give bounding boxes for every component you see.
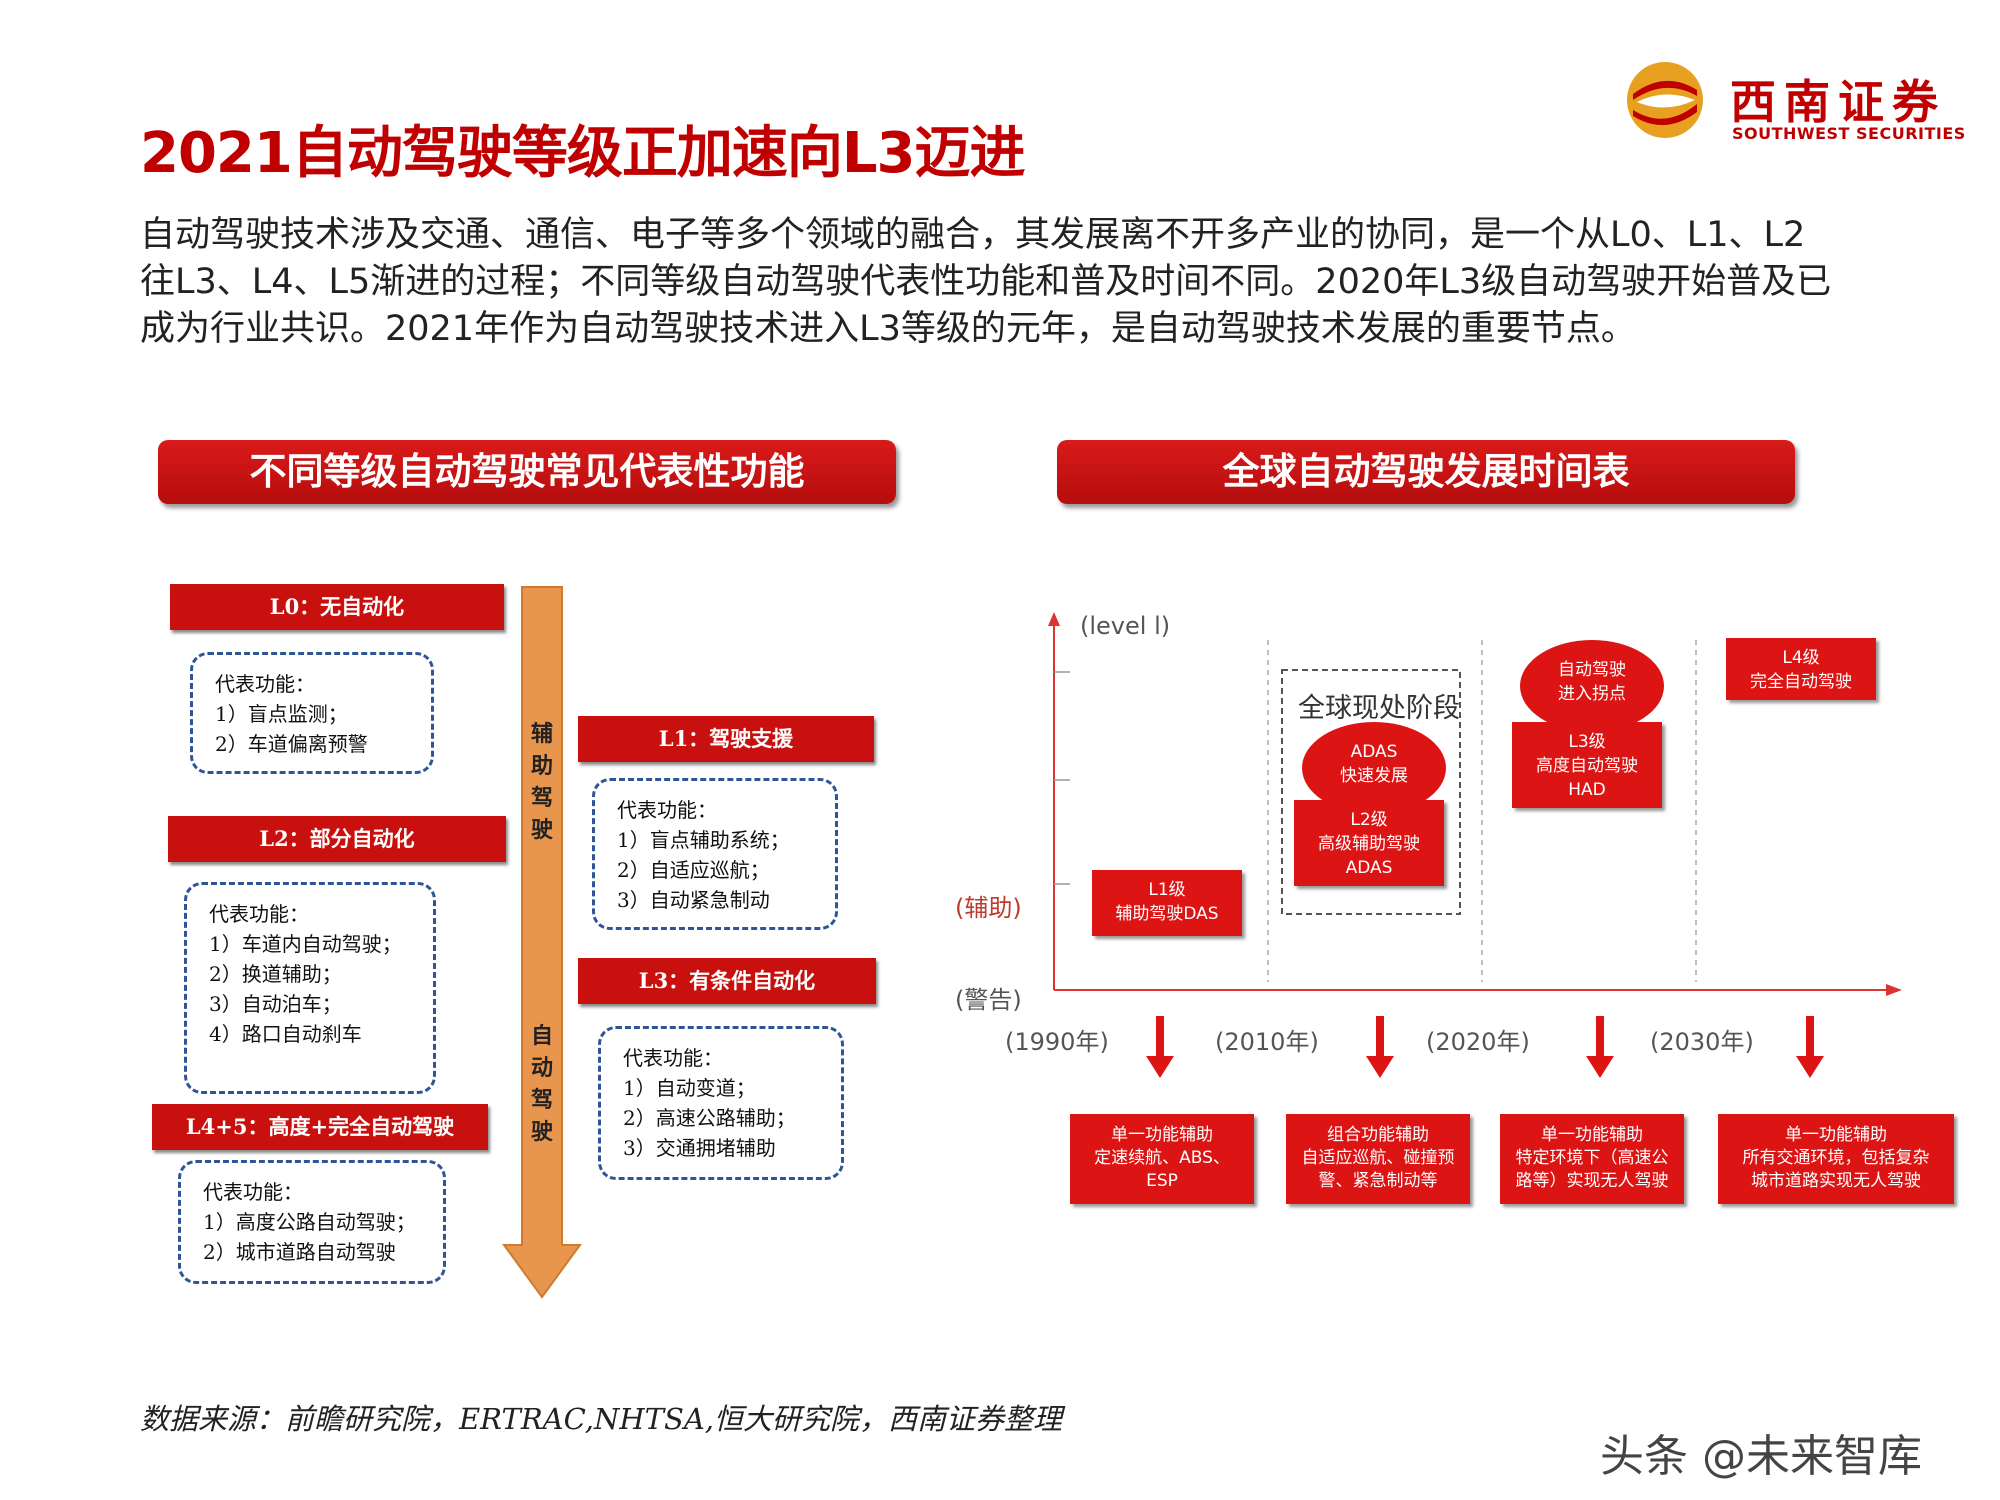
y-axis-bottom-label: (警告) [955, 986, 1022, 1014]
stage-box-1990: 单一功能辅助 定速续航、ABS、 ESP [1070, 1114, 1254, 1204]
page-title: 2021自动驾驶等级正加速向L3迈进 [140, 121, 1026, 186]
x-label-2010: (2010年) [1215, 1028, 1319, 1056]
arrow-bottom-char: 驾 [530, 1087, 553, 1113]
stage-box-line: 城市道路实现无人驾驶 [1751, 1171, 1921, 1191]
level-l1-header: L1：驾驶支援 [578, 716, 874, 762]
feature-item: 1）自动变道； [623, 1076, 756, 1100]
level-l1-features: 代表功能： 1）盲点辅助系统； 2）自适应巡航； 3）自动紧急制动 [592, 778, 838, 930]
level-box-line: 完全自动驾驶 [1750, 672, 1852, 692]
stage-box-line: 单一功能辅助 [1541, 1125, 1643, 1145]
stage-box-line: 单一功能辅助 [1785, 1125, 1887, 1145]
level-box-l4: L4级 完全自动驾驶 [1726, 638, 1876, 700]
bubble-inflection: 自动驾驶 进入拐点 [1520, 640, 1664, 732]
feature-item: 2）车道偏离预警 [215, 732, 368, 756]
watermark: 头条 @未来智库 [1600, 1431, 1922, 1482]
arrow-bottom-char: 驶 [530, 1119, 553, 1145]
stage-box-2020: 单一功能辅助 特定环境下（高速公 路等）实现无人驾驶 [1500, 1114, 1684, 1204]
x-label-2020: (2020年) [1426, 1028, 1530, 1056]
level-l45-header: L4+5：高度+完全自动驾驶 [152, 1104, 488, 1150]
data-source-note: 数据来源：前瞻研究院，ERTRAC,NHTSA,恒大研究院，西南证券整理 [140, 1402, 1063, 1436]
level-box-line: L3级 [1568, 732, 1606, 752]
level-l0-header: L0：无自动化 [170, 584, 504, 630]
level-box-l1: L1级 辅助驾驶DAS [1092, 870, 1242, 936]
arrow-top-char: 驶 [530, 817, 553, 843]
stage-box-line: ESP [1146, 1171, 1178, 1191]
level-box-line: L2级 [1350, 810, 1388, 830]
level-l0-features: 代表功能： 1）盲点监测； 2）车道偏离预警 [190, 652, 434, 774]
feature-item: 4）路口自动刹车 [209, 1022, 362, 1046]
stage-box-line: 自适应巡航、碰撞预 [1301, 1148, 1455, 1168]
level-box-line: HAD [1568, 780, 1606, 800]
stage-box-line: 所有交通环境，包括复杂 [1742, 1148, 1930, 1168]
features-title: 代表功能： [623, 1046, 723, 1070]
features-title: 代表功能： [209, 902, 309, 926]
stage-box-line: 特定环境下（高速公 [1515, 1148, 1669, 1168]
arrow-bottom-char: 动 [530, 1055, 553, 1081]
right-section-banner: 全球自动驾驶发展时间表 [1057, 440, 1795, 504]
feature-item: 2）自适应巡航； [617, 858, 770, 882]
down-arrow-icon [1146, 1016, 1174, 1078]
level-box-line: 辅助驾驶DAS [1115, 904, 1219, 924]
x-label-1990: (1990年) [1005, 1028, 1109, 1056]
feature-item: 2）高速公路辅助； [623, 1106, 796, 1130]
company-logo [1625, 60, 1705, 140]
feature-item: 2）城市道路自动驾驶 [203, 1240, 396, 1264]
logo-emblem-icon [1627, 62, 1703, 138]
y-axis-mid-label: (辅助) [955, 894, 1022, 922]
arrow-top-char: 助 [530, 753, 553, 779]
intro-paragraph: 自动驾驶技术涉及交通、通信、电子等多个领域的融合，其发展离不开多产业的协同，是一… [140, 215, 1832, 349]
level-l2-header: L2：部分自动化 [168, 816, 506, 862]
stage-box-line: 警、紧急制动等 [1318, 1171, 1438, 1191]
level-l45-features: 代表功能： 1）高度公路自动驾驶； 2）城市道路自动驾驶 [178, 1160, 446, 1284]
feature-item: 1）盲点监测； [215, 702, 348, 726]
progression-arrow [502, 586, 582, 1299]
down-arrow-icon [1366, 1016, 1394, 1078]
timeline-axes [1048, 612, 1902, 996]
stage-box-line: 组合功能辅助 [1327, 1125, 1429, 1145]
level-box-l3: L3级 高度自动驾驶 HAD [1512, 722, 1662, 808]
stage-box-2030: 单一功能辅助 所有交通环境，包括复杂 城市道路实现无人驾驶 [1718, 1114, 1954, 1204]
arrow-top-label: 辅 助 驾 驶 [528, 718, 556, 846]
down-arrow-icon [1586, 1016, 1614, 1078]
features-title: 代表功能： [617, 798, 717, 822]
features-title: 代表功能： [215, 672, 315, 696]
feature-item: 1）车道内自动驾驶； [209, 932, 402, 956]
stage-box-line: 单一功能辅助 [1111, 1125, 1213, 1145]
level-l2-features: 代表功能： 1）车道内自动驾驶； 2）换道辅助； 3）自动泊车； 4）路口自动刹… [184, 882, 436, 1094]
feature-item: 3）交通拥堵辅助 [623, 1136, 776, 1160]
bubble-adas: ADAS 快速发展 [1302, 722, 1446, 814]
bubble-line: 快速发展 [1340, 766, 1408, 786]
left-section-banner: 不同等级自动驾驶常见代表性功能 [158, 440, 896, 504]
bubble-line: ADAS [1350, 742, 1398, 762]
feature-item: 1）高度公路自动驾驶； [203, 1210, 416, 1234]
level-l3-header: L3：有条件自动化 [578, 958, 876, 1004]
arrow-bottom-label: 自 动 驾 驶 [528, 1020, 556, 1148]
logo-text-cn: 西南证券 [1730, 75, 1946, 129]
level-box-line: 高级辅助驾驶 [1318, 834, 1420, 854]
feature-item: 3）自动泊车； [209, 992, 342, 1016]
feature-item: 1）盲点辅助系统； [617, 828, 790, 852]
arrow-bottom-char: 自 [530, 1023, 553, 1049]
feature-item: 3）自动紧急制动 [617, 888, 770, 912]
stage-box-2010: 组合功能辅助 自适应巡航、碰撞预 警、紧急制动等 [1286, 1114, 1470, 1204]
current-stage-label: 全球现处阶段 [1298, 693, 1460, 724]
arrow-top-char: 辅 [530, 721, 553, 747]
y-axis-top-label: (level l) [1080, 612, 1171, 640]
level-l3-features: 代表功能： 1）自动变道； 2）高速公路辅助； 3）交通拥堵辅助 [598, 1026, 844, 1180]
logo-text-en: SOUTHWEST SECURITIES [1732, 124, 1966, 143]
down-arrow-icon [1796, 1016, 1824, 1078]
level-box-line: ADAS [1345, 858, 1393, 878]
arrow-top-char: 驾 [530, 785, 553, 811]
features-title: 代表功能： [203, 1180, 303, 1204]
stage-box-line: 定速续航、ABS、 [1094, 1148, 1230, 1168]
x-label-2030: (2030年) [1650, 1028, 1754, 1056]
level-box-line: 高度自动驾驶 [1536, 756, 1638, 776]
level-box-line: L1级 [1148, 880, 1186, 900]
level-box-line: L4级 [1782, 648, 1820, 668]
level-box-l2: L2级 高级辅助驾驶 ADAS [1294, 800, 1444, 886]
feature-item: 2）换道辅助； [209, 962, 342, 986]
stage-box-line: 路等）实现无人驾驶 [1515, 1171, 1669, 1191]
bubble-line: 自动驾驶 [1558, 660, 1626, 680]
bubble-line: 进入拐点 [1558, 684, 1626, 704]
